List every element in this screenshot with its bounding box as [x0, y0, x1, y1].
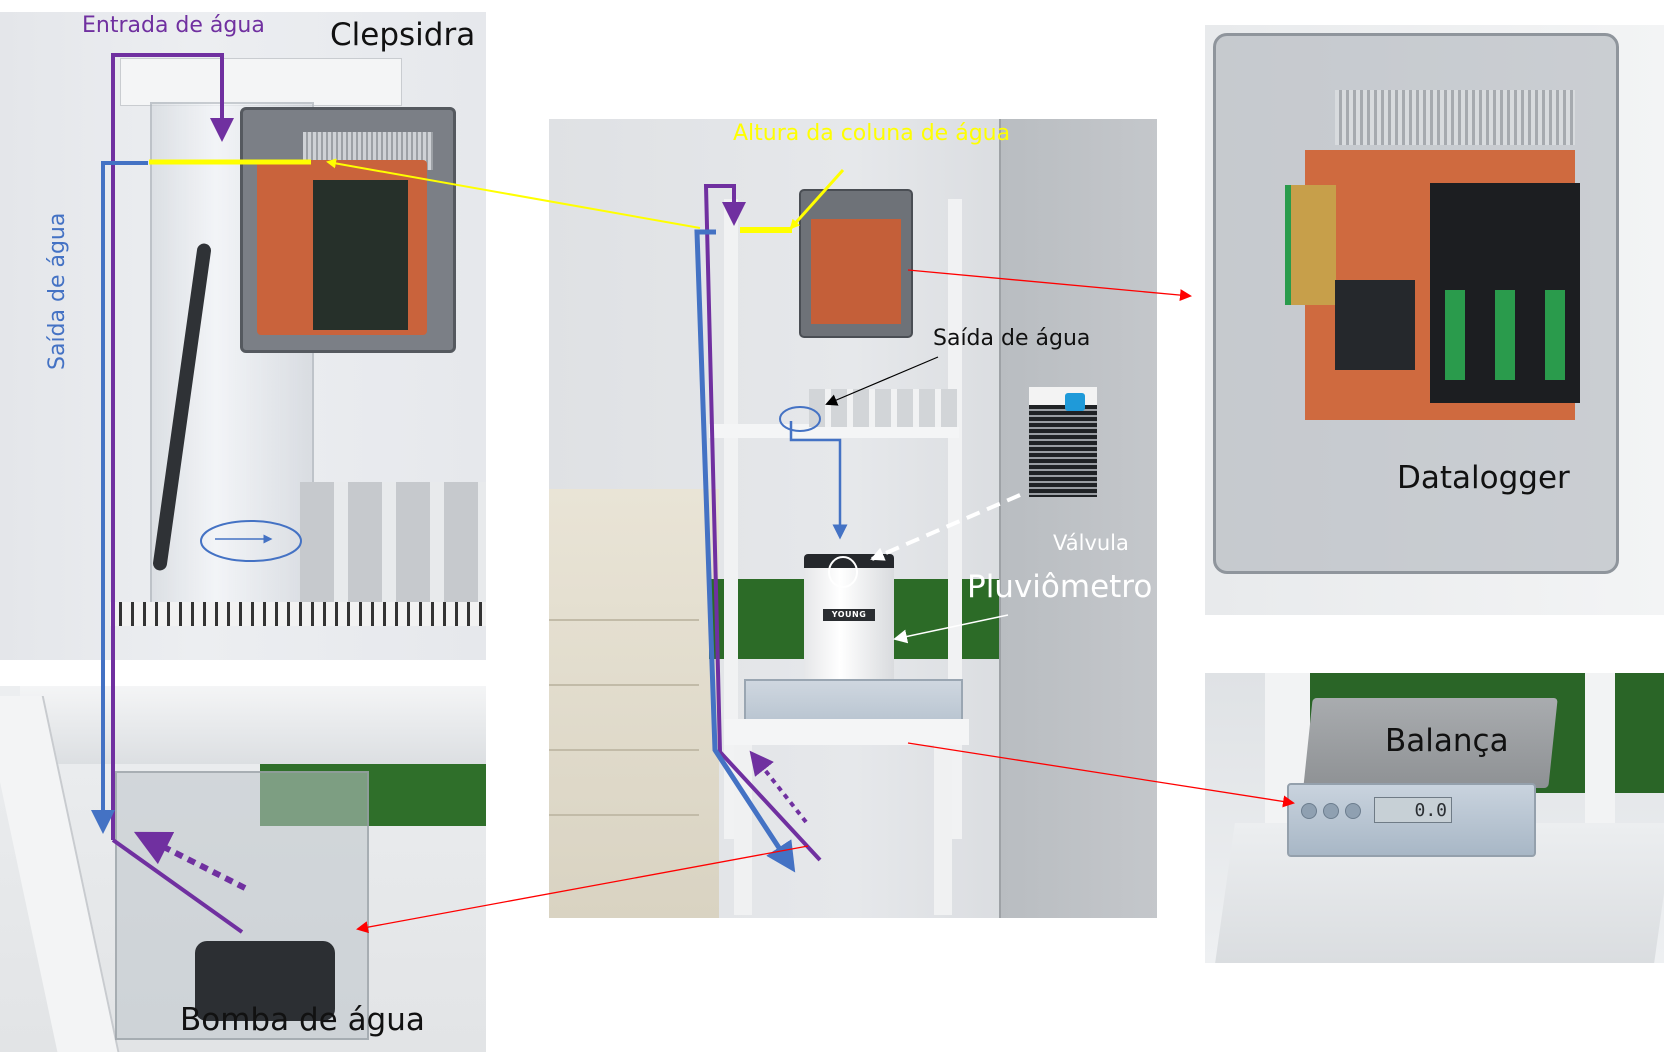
scale-button	[1323, 803, 1339, 819]
mounting-plate	[811, 219, 901, 324]
power-supply	[1335, 90, 1575, 145]
rain-gauge-label: Pluviômetro	[967, 569, 1153, 605]
valve-label: Válvula	[1053, 531, 1129, 555]
solenoid-valves	[300, 482, 486, 602]
datalogger-enclosure	[240, 107, 456, 353]
scale-photo: 0.0	[1205, 673, 1664, 963]
water-inlet-label: Entrada de água	[82, 13, 265, 38]
gauge-rim	[1029, 387, 1097, 405]
scale-display: 0.0	[1374, 797, 1452, 823]
scale-label: Balança	[1385, 723, 1509, 759]
scale-button	[1301, 803, 1317, 819]
pump-photo	[0, 686, 486, 1052]
solenoid-valves	[809, 389, 959, 427]
terminal-block	[1495, 290, 1515, 380]
table-leg	[734, 745, 752, 915]
drawer-cabinet	[549, 489, 719, 918]
clepsidra-top-cover	[120, 58, 402, 106]
terminal-block	[1445, 290, 1465, 380]
terminal-block	[1545, 290, 1565, 380]
datalogger-label: Datalogger	[1397, 460, 1570, 496]
pump-label: Bomba de água	[180, 1002, 425, 1038]
datalogger-enclosure	[799, 189, 913, 338]
scale-button	[1345, 803, 1361, 819]
valve-inset-photo	[1029, 387, 1097, 497]
water-pump	[195, 941, 335, 1021]
frame-crossbar	[110, 602, 486, 626]
rain-gauge	[804, 554, 894, 698]
sdm-module	[1335, 280, 1415, 370]
shelf	[20, 686, 486, 764]
circuit-board	[313, 180, 408, 330]
drawer	[549, 559, 699, 621]
valve-tip	[1065, 393, 1085, 411]
water-column-height-label: Altura da coluna de água	[733, 121, 1011, 146]
terminal-strip	[1285, 185, 1336, 305]
clepsidra-photo	[0, 12, 486, 660]
drawer	[549, 689, 699, 751]
datalogger-photo	[1205, 25, 1664, 615]
scale-body: 0.0	[1287, 783, 1536, 857]
clepsidra-label: Clepsidra	[330, 17, 476, 53]
drawer	[549, 754, 699, 816]
metal-locker	[999, 119, 1157, 918]
water-outlet-label: Saída de água	[933, 326, 1091, 351]
table-top	[724, 719, 969, 745]
setup-overview-photo: YOUNG	[549, 119, 1157, 918]
table-leg	[934, 745, 952, 915]
gauge-brand-plate: YOUNG	[823, 609, 875, 621]
water-outlet-label-vertical: Saída de água	[45, 212, 70, 370]
drawer	[549, 624, 699, 686]
